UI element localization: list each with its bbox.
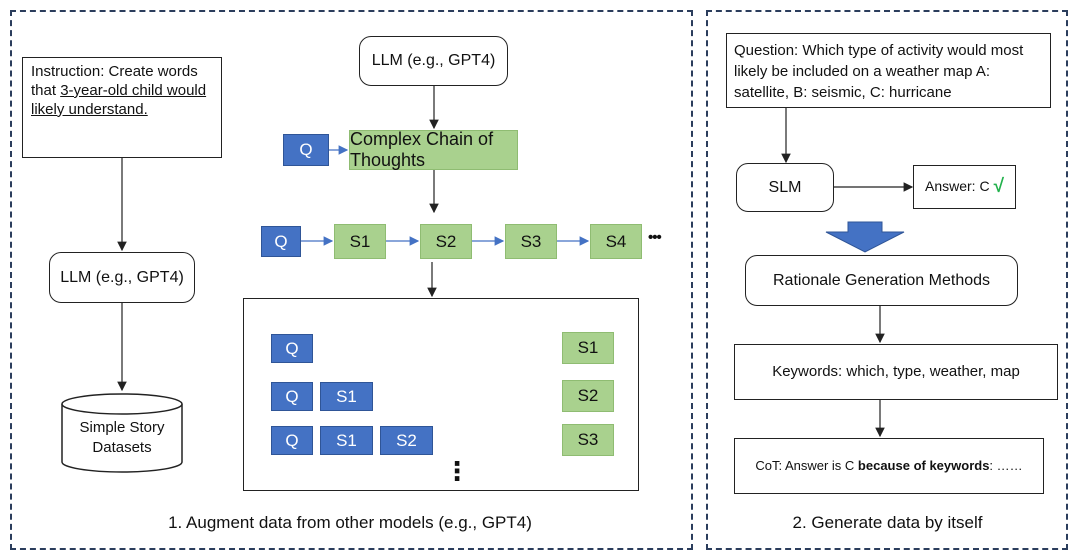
row2-s2: S2 <box>562 380 614 412</box>
chain-q: Q <box>261 226 301 257</box>
answer-box: Answer: C √ <box>913 165 1016 209</box>
left-panel-frame <box>10 10 693 550</box>
llm-top-label: LLM (e.g., GPT4) <box>371 52 496 69</box>
check-icon: √ <box>993 176 1004 198</box>
left-caption: 1. Augment data from other models (e.g.,… <box>168 513 532 532</box>
question-box: Question: Which type of activity would m… <box>726 33 1051 108</box>
chain-s3: S3 <box>505 224 557 259</box>
row3-s2: S2 <box>380 426 433 455</box>
instruction-text: Instruction: Create words that 3-year-ol… <box>31 63 207 118</box>
methods-label: Rationale Generation Methods <box>772 271 991 289</box>
instruction-underlined: 3-year-old child would likely understand… <box>31 81 207 118</box>
row3-s3: S3 <box>562 424 614 456</box>
cot-box: CoT: Answer is C because of keywords: …… <box>734 438 1044 494</box>
row3-s1: S1 <box>320 426 373 455</box>
keywords-box: Keywords: which, type, weather, map <box>734 344 1058 400</box>
slm-box: SLM <box>736 163 834 212</box>
cot-text: CoT: Answer is C because of keywords: …… <box>755 457 1023 473</box>
keywords-label: Keywords: which, type, weather, map <box>772 362 1020 380</box>
answer-label: Answer: C <box>924 178 990 195</box>
row2-s1: S1 <box>320 382 373 411</box>
methods-box: Rationale Generation Methods <box>745 255 1018 306</box>
right-caption: 2. Generate data by itself <box>792 513 983 532</box>
complex-cot-box: Complex Chain of Thoughts <box>349 129 518 170</box>
chain-s1: S1 <box>334 224 386 259</box>
chain-ellipsis: ••• <box>648 229 662 246</box>
instruction-box: Instruction: Create words that 3-year-ol… <box>22 57 222 158</box>
chain-s2: S2 <box>420 224 472 259</box>
q-node-cot: Q <box>283 134 329 166</box>
right-panel-frame <box>706 10 1068 550</box>
cot-bold: because of keywords <box>857 457 990 473</box>
llm-top-box: LLM (e.g., GPT4) <box>359 36 508 86</box>
question-text: Question: Which type of activity would m… <box>734 42 1024 101</box>
dataset-label: Simple Story Datasets <box>79 419 165 456</box>
llm-left-box: LLM (e.g., GPT4) <box>49 252 195 303</box>
chain-s4: S4 <box>590 224 642 259</box>
llm-left-label: LLM (e.g., GPT4) <box>60 268 184 286</box>
rows-ellipsis: ⋮ <box>444 456 470 486</box>
row1-s1: S1 <box>562 332 614 364</box>
row2-q: Q <box>271 382 313 411</box>
row1-q: Q <box>271 334 313 363</box>
row3-q: Q <box>271 426 313 455</box>
slm-label: SLM <box>768 178 802 196</box>
